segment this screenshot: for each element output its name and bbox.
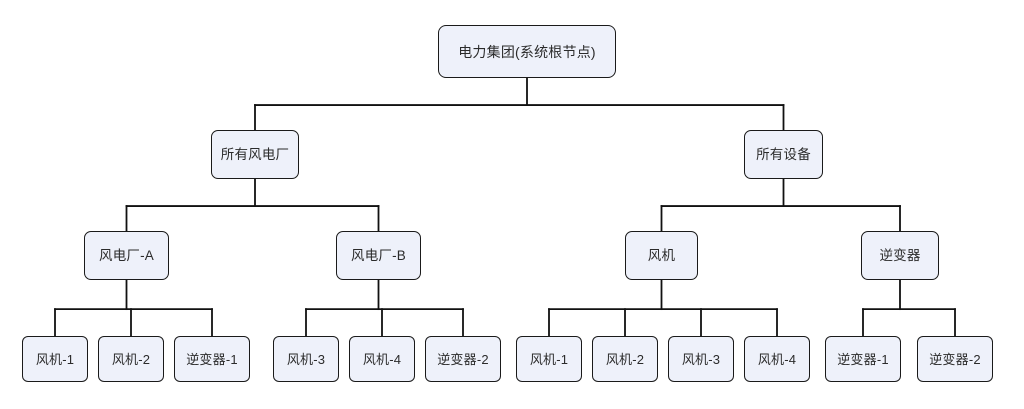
tree-node-a-t1[interactable]: 风机-1 bbox=[22, 336, 88, 382]
tree-node-label: 风机-1 bbox=[35, 351, 75, 367]
tree-node-root[interactable]: 电力集团(系统根节点) bbox=[438, 25, 616, 78]
tree-node-b-t4[interactable]: 风机-4 bbox=[349, 336, 415, 382]
tree-node-a-inv1[interactable]: 逆变器-1 bbox=[174, 336, 250, 382]
tree-node-plant-b[interactable]: 风电厂-B bbox=[336, 231, 421, 280]
tree-node-d-inv2[interactable]: 逆变器-2 bbox=[917, 336, 993, 382]
tree-node-label: 风电厂-B bbox=[351, 247, 406, 263]
tree-node-label: 逆变器-1 bbox=[186, 351, 238, 367]
tree-node-label: 风机-3 bbox=[681, 351, 721, 367]
tree-node-label: 所有风电厂 bbox=[220, 146, 290, 162]
tree-node-d-t1[interactable]: 风机-1 bbox=[516, 336, 582, 382]
tree-node-label: 逆变器-1 bbox=[837, 351, 889, 367]
tree-node-label: 逆变器-2 bbox=[437, 351, 489, 367]
tree-node-label: 逆变器-2 bbox=[929, 351, 981, 367]
tree-node-label: 风机-3 bbox=[286, 351, 326, 367]
tree-node-d-t4[interactable]: 风机-4 bbox=[744, 336, 810, 382]
tree-node-plants[interactable]: 所有风电厂 bbox=[211, 130, 299, 179]
tree-node-b-t3[interactable]: 风机-3 bbox=[273, 336, 339, 382]
tree-node-devices[interactable]: 所有设备 bbox=[744, 130, 823, 179]
tree-node-label: 风机-4 bbox=[362, 351, 402, 367]
tree-node-label: 风电厂-A bbox=[99, 247, 154, 263]
tree-node-plant-a[interactable]: 风电厂-A bbox=[84, 231, 169, 280]
tree-node-label: 风机-4 bbox=[757, 351, 797, 367]
tree-node-inverters[interactable]: 逆变器 bbox=[861, 231, 939, 280]
tree-node-label: 风机-1 bbox=[529, 351, 569, 367]
tree-node-turbines[interactable]: 风机 bbox=[625, 231, 698, 280]
tree-node-label: 风机 bbox=[647, 247, 676, 263]
tree-node-label: 所有设备 bbox=[756, 146, 811, 162]
tree-node-label: 逆变器 bbox=[879, 247, 921, 263]
tree-node-b-inv2[interactable]: 逆变器-2 bbox=[425, 336, 501, 382]
tree-node-d-inv1[interactable]: 逆变器-1 bbox=[825, 336, 901, 382]
tree-node-label: 风机-2 bbox=[605, 351, 645, 367]
tree-node-label: 电力集团(系统根节点) bbox=[458, 43, 596, 60]
tree-node-d-t3[interactable]: 风机-3 bbox=[668, 336, 734, 382]
tree-node-d-t2[interactable]: 风机-2 bbox=[592, 336, 658, 382]
tree-node-label: 风机-2 bbox=[111, 351, 151, 367]
tree-node-a-t2[interactable]: 风机-2 bbox=[98, 336, 164, 382]
